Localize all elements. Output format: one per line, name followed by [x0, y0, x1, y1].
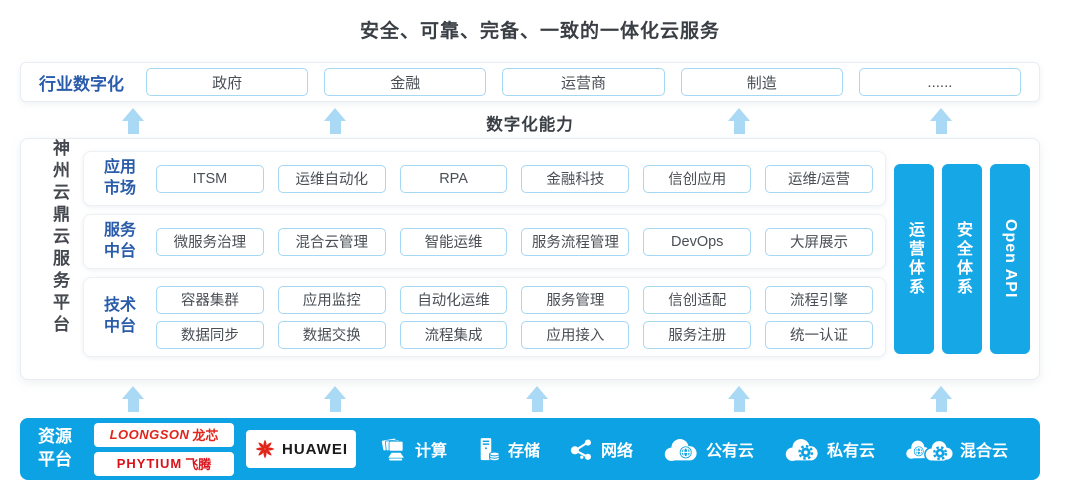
industry-chip-finance: 金融 [324, 68, 487, 96]
capability-arrow-row: 数字化能力 [20, 104, 1040, 138]
resource-item-label: 混合云 [959, 443, 1008, 460]
resource-item-list: 计算 [366, 435, 1022, 463]
resource-item-label: 存储 [507, 443, 540, 460]
up-arrow-icon [728, 386, 750, 412]
chip-process-engine: 流程引擎 [765, 285, 873, 314]
up-arrow-icon [324, 108, 346, 134]
industry-chip-government: 政府 [146, 68, 309, 96]
page-title: 安全、可靠、完备、一致的一体化云服务 [359, 21, 720, 42]
chip-app-monitoring: 应用监控 [277, 285, 386, 314]
resource-item-storage: 存储 [475, 436, 540, 463]
up-arrow-icon [122, 386, 144, 412]
chip-itsm: ITSM [156, 164, 264, 193]
resource-item-compute: 计算 [380, 436, 447, 463]
phytium-logo: PHYTIUM 飞腾 [94, 451, 234, 476]
resource-item-public-cloud: 公有云 [661, 436, 754, 463]
resource-arrow-row [20, 382, 1040, 416]
resource-item-hybrid-cloud: 混合云 [903, 435, 1008, 463]
service-middle-row: 服务中台 微服务治理 混合云管理 智能运维 服务流程管理 DevOps 大屏展示 [83, 214, 886, 269]
chip-hybrid-cloud-mgmt: 混合云管理 [277, 227, 386, 256]
side-bar-open-api: Open API [990, 164, 1030, 354]
up-arrow-icon [930, 386, 952, 412]
industry-chip-operator: 运营商 [502, 68, 665, 96]
resource-item-label: 计算 [414, 443, 447, 460]
public-cloud-icon [661, 436, 699, 463]
phytium-wordmark: PHYTIUM [116, 456, 183, 471]
resource-item-private-cloud: 私有云 [782, 436, 875, 463]
chip-data-exchange: 数据交换 [277, 320, 386, 349]
resource-item-label: 私有云 [826, 443, 875, 460]
chip-automated-ops: 自动化运维 [399, 285, 508, 314]
chip-microservice-governance: 微服务治理 [156, 227, 264, 256]
tech-middle-row: 技术中台 容器集群 应用监控 自动化运维 服务管理 信创适配 流程引擎 数据同步… [83, 277, 886, 357]
up-arrow-icon [930, 108, 952, 134]
resource-platform-label: 资源平台 [38, 427, 72, 469]
platform-main-box: 神州云鼎云服务平台 应用市场 ITSM 运维自动化 RPA 金融科技 信创应用 … [20, 138, 1040, 380]
chip-service-registry: 服务注册 [643, 320, 752, 349]
chip-unified-auth: 统一认证 [765, 320, 873, 349]
industry-row-label: 行业数字化 [39, 74, 124, 94]
industry-digitalization-row: 行业数字化 政府 金融 运营商 制造 ...... [20, 62, 1040, 102]
up-arrow-icon [526, 386, 548, 412]
industry-chip-list: 政府 金融 运营商 制造 ...... [146, 68, 1022, 96]
platform-name-vertical: 神州云鼎云服务平台 [50, 139, 69, 337]
industry-chip-manufacturing: 制造 [680, 68, 843, 96]
chip-service-flow-mgmt: 服务流程管理 [521, 227, 630, 256]
hybrid-cloud-icon [903, 435, 953, 463]
chip-container-cluster: 容器集群 [156, 285, 264, 314]
chip-rpa: RPA [399, 164, 508, 193]
app-market-row: 应用市场 ITSM 运维自动化 RPA 金融科技 信创应用 运维/运营 [83, 151, 886, 206]
tech-chip-stack: 容器集群 应用监控 自动化运维 服务管理 信创适配 流程引擎 数据同步 数据交换… [156, 285, 873, 349]
loongson-logo: LOONGSON 龙芯 [94, 422, 234, 447]
chip-intelligent-ops: 智能运维 [399, 227, 508, 256]
service-middle-label: 服务中台 [104, 221, 137, 260]
resource-item-label: 公有云 [705, 443, 754, 460]
cpu-vendor-stack: LOONGSON 龙芯 PHYTIUM 飞腾 [94, 422, 234, 476]
app-market-chip-list: ITSM 运维自动化 RPA 金融科技 信创应用 运维/运营 [156, 164, 873, 193]
network-icon [568, 436, 594, 463]
side-bar-operations-system: 运营体系 [894, 164, 934, 354]
huawei-flower-icon [254, 438, 276, 460]
platform-rows: 应用市场 ITSM 运维自动化 RPA 金融科技 信创应用 运维/运营 服务中台… [83, 151, 886, 365]
storage-icon [475, 436, 501, 463]
app-market-label: 应用市场 [104, 158, 137, 197]
service-chip-list: 微服务治理 混合云管理 智能运维 服务流程管理 DevOps 大屏展示 [156, 227, 873, 256]
industry-chip-more: ...... [858, 68, 1022, 96]
huawei-wordmark: HUAWEI [282, 440, 348, 458]
chip-fintech: 金融科技 [521, 164, 630, 193]
resource-item-network: 网络 [568, 436, 633, 463]
chip-devops: DevOps [643, 227, 752, 256]
huawei-logo: HUAWEI [246, 430, 356, 468]
up-arrow-icon [324, 386, 346, 412]
chip-xinchuang-adapt: 信创适配 [643, 285, 752, 314]
phytium-cn-label: 飞腾 [185, 457, 212, 472]
chip-process-integration: 流程集成 [399, 320, 508, 349]
chip-app-access: 应用接入 [521, 320, 630, 349]
side-bar-security-system: 安全体系 [942, 164, 982, 354]
loongson-wordmark: LOONGSON [109, 427, 190, 442]
tech-chip-list-bottom: 数据同步 数据交换 流程集成 应用接入 服务注册 统一认证 [156, 320, 873, 349]
loongson-cn-label: 龙芯 [192, 428, 219, 443]
digital-capability-label: 数字化能力 [486, 116, 574, 134]
chip-service-mgmt: 服务管理 [521, 285, 630, 314]
chip-xinchuang-app: 信创应用 [643, 164, 752, 193]
resource-platform-bar: 资源平台 LOONGSON 龙芯 PHYTIUM 飞腾 [20, 418, 1040, 480]
resource-item-label: 网络 [600, 443, 633, 460]
compute-icon [380, 436, 408, 463]
chip-data-sync: 数据同步 [156, 320, 264, 349]
tech-middle-label: 技术中台 [104, 297, 137, 335]
chip-big-screen: 大屏展示 [765, 227, 873, 256]
chip-ops-operation: 运维/运营 [765, 164, 873, 193]
up-arrow-icon [122, 108, 144, 134]
chip-ops-automation: 运维自动化 [277, 164, 386, 193]
side-bar-group: 运营体系 安全体系 Open API [894, 164, 1030, 354]
private-cloud-icon [782, 436, 820, 463]
tech-chip-list-top: 容器集群 应用监控 自动化运维 服务管理 信创适配 流程引擎 [156, 285, 873, 314]
up-arrow-icon [728, 108, 750, 134]
